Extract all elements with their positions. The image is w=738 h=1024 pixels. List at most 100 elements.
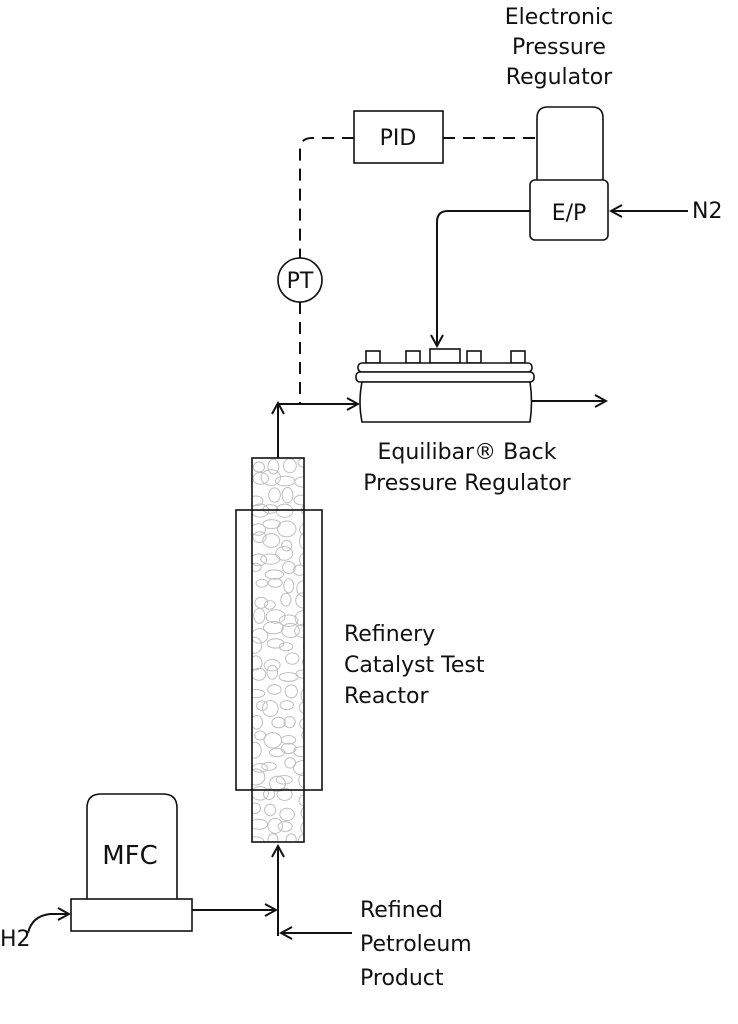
catalyst-pebble bbox=[252, 786, 269, 801]
catalyst-pebble bbox=[299, 523, 304, 536]
product-label-line-3: Product bbox=[360, 966, 444, 991]
bpr-label-line-1: Equilibar® Back bbox=[377, 440, 556, 465]
catalyst-pebble bbox=[279, 700, 294, 711]
reactor-label-line-2: Catalyst Test bbox=[344, 653, 485, 678]
product-label-line-1: Refined bbox=[360, 898, 443, 923]
catalyst-pebble bbox=[299, 552, 304, 568]
catalyst-pebble bbox=[266, 638, 285, 649]
catalyst-pebble bbox=[252, 818, 268, 830]
catalyst-pebble bbox=[285, 833, 297, 842]
catalyst-pebble bbox=[275, 775, 293, 785]
catalyst-pebble bbox=[262, 504, 279, 514]
catalyst-pebble bbox=[285, 652, 300, 665]
catalyst-pebble bbox=[268, 747, 286, 758]
catalyst-pebble bbox=[281, 622, 300, 639]
catalyst-pebble bbox=[262, 533, 281, 548]
product-label-line-2: Petroleum bbox=[360, 932, 472, 957]
catalyst-pebble bbox=[267, 577, 283, 588]
catalyst-pebble bbox=[279, 807, 295, 822]
ep-label: E/P bbox=[552, 201, 587, 226]
catalyst-pebble bbox=[260, 553, 281, 565]
catalyst-pebble bbox=[302, 643, 304, 651]
pid-label: PID bbox=[380, 126, 417, 151]
electronic-pressure-regulator: E/P bbox=[529, 106, 609, 241]
catalyst-pebble bbox=[298, 701, 304, 715]
h2-label: H2 bbox=[0, 927, 31, 952]
catalyst-pebble bbox=[278, 614, 299, 627]
catalyst-pebble bbox=[280, 592, 292, 607]
catalyst-pebble bbox=[263, 621, 284, 635]
catalyst-pebble bbox=[252, 531, 267, 544]
epr-label-line-2: Pressure bbox=[512, 35, 606, 60]
catalyst-pebble bbox=[252, 472, 270, 485]
pt-label: PT bbox=[287, 269, 314, 294]
pid-to-pt-signal bbox=[299, 137, 354, 258]
catalyst-pebble bbox=[252, 461, 265, 473]
catalyst-pebble bbox=[252, 741, 262, 759]
catalyst-pebble bbox=[294, 623, 304, 639]
catalyst-pebble bbox=[298, 772, 304, 789]
catalyst-pebble bbox=[267, 684, 282, 695]
catalyst-pebble bbox=[300, 821, 304, 835]
catalyst-pebble bbox=[264, 569, 285, 580]
catalyst-pebble bbox=[298, 794, 304, 807]
catalyst-pebble bbox=[265, 609, 286, 624]
catalyst-pebble bbox=[252, 768, 266, 786]
catalyst-pebble bbox=[263, 659, 281, 672]
n2-label: N2 bbox=[692, 199, 722, 224]
catalyst-pebble bbox=[281, 487, 294, 504]
catalyst-pebble bbox=[252, 667, 267, 681]
catalyst-pebble bbox=[261, 700, 279, 717]
catalyst-pebble bbox=[256, 700, 268, 712]
catalyst-pebble bbox=[252, 523, 267, 536]
catalyst-pebble bbox=[252, 802, 261, 815]
catalyst-pebble bbox=[281, 539, 293, 552]
catalyst-pebble bbox=[293, 746, 304, 758]
catalyst-pebble bbox=[300, 688, 304, 703]
catalyst-pebble bbox=[295, 669, 304, 679]
catalyst-pebble bbox=[262, 519, 281, 530]
catalyst-pebble bbox=[252, 763, 268, 773]
catalyst-pebble bbox=[292, 564, 304, 576]
catalyst-pebble bbox=[278, 672, 299, 682]
catalyst-pebble bbox=[274, 475, 296, 487]
catalyst-pebble bbox=[252, 636, 263, 654]
catalyst-pebble bbox=[252, 715, 263, 730]
catalyst-pebble bbox=[276, 520, 297, 538]
catalyst-pebble bbox=[261, 761, 277, 771]
catalyst-pebble bbox=[300, 806, 304, 820]
catalyst-pebble bbox=[252, 495, 264, 507]
catalyst-pebble bbox=[264, 803, 277, 817]
catalyst-pebble bbox=[284, 684, 298, 699]
catalyst-pebble bbox=[267, 833, 279, 842]
catalyst-pebble bbox=[280, 735, 297, 745]
catalyst-pebble bbox=[267, 817, 284, 834]
catalyst-pebble bbox=[302, 658, 304, 667]
catalyst-pebble bbox=[252, 628, 269, 644]
catalyst-pebble bbox=[253, 607, 266, 624]
reactor-jacket bbox=[235, 509, 323, 791]
catalyst-pebble bbox=[263, 788, 276, 801]
back-pressure-regulator bbox=[355, 348, 535, 423]
pressure-transmitter bbox=[277, 257, 323, 303]
catalyst-pebble bbox=[252, 553, 267, 567]
catalyst-pebble bbox=[255, 578, 269, 588]
h2-inlet-line bbox=[27, 914, 69, 934]
catalyst-pebble bbox=[266, 664, 279, 680]
catalyst-pebble bbox=[283, 458, 297, 474]
catalyst-pebble bbox=[297, 458, 304, 468]
catalyst-pebble bbox=[294, 610, 304, 627]
catalyst-pebble bbox=[301, 730, 304, 740]
catalyst-pebble bbox=[263, 600, 276, 610]
catalyst-pebble bbox=[283, 578, 295, 594]
pilot-pressure-line bbox=[437, 210, 530, 346]
pid-controller-box bbox=[353, 110, 444, 164]
reactor-label-line-3: Reactor bbox=[344, 684, 429, 709]
catalyst-pebble bbox=[293, 494, 304, 506]
catalyst-pebble bbox=[252, 689, 266, 699]
mfc-label: MFC bbox=[102, 841, 158, 871]
catalyst-pebble bbox=[276, 787, 293, 801]
catalyst-pebble bbox=[267, 458, 280, 475]
catalyst-pebble bbox=[271, 716, 286, 729]
